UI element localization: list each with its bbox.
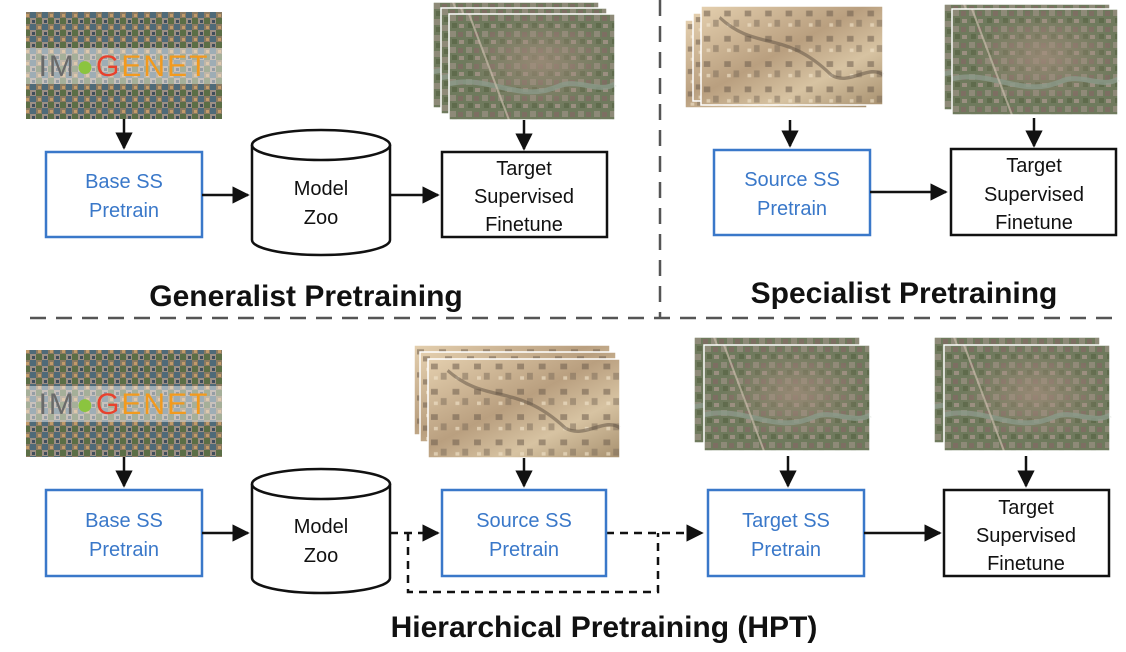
- city-image-stack-generalist: [433, 2, 615, 120]
- label: Finetune: [987, 553, 1065, 575]
- base-ss-pretrain-box-generalist: Base SS Pretrain: [44, 150, 204, 239]
- label: Model: [294, 178, 348, 200]
- city-image-stack-hpt-finetune: [934, 337, 1110, 451]
- svg-text:IM●GENET: IM●GENET: [39, 50, 210, 83]
- target-finetune-box-hpt: Target Supervised Finetune: [942, 488, 1111, 578]
- label: Model: [294, 516, 348, 538]
- base-ss-pretrain-box-hpt: Base SS Pretrain: [44, 488, 204, 578]
- label: Pretrain: [89, 539, 159, 561]
- target-ss-pretrain-box-hpt: Target SS Pretrain: [706, 488, 866, 578]
- label: Finetune: [995, 212, 1073, 234]
- label: Finetune: [485, 214, 563, 236]
- label: Base SS: [85, 510, 163, 532]
- label: Pretrain: [751, 539, 821, 561]
- desert-image-stack-hpt: [412, 343, 622, 460]
- label: Pretrain: [489, 539, 559, 561]
- label: Target: [998, 497, 1054, 519]
- target-finetune-box-generalist: Target Supervised Finetune: [440, 150, 609, 239]
- label: Target SS: [742, 510, 830, 532]
- source-ss-pretrain-box-hpt: Source SS Pretrain: [440, 488, 608, 578]
- label: Source SS: [476, 510, 572, 532]
- label: Zoo: [304, 545, 338, 567]
- svg-text:IM●GENET: IM●GENET: [39, 388, 210, 421]
- label: Supervised: [976, 525, 1076, 547]
- city-image-stack-hpt-target-ss: [694, 337, 870, 451]
- label: Zoo: [304, 207, 338, 229]
- model-zoo-cylinder-hpt: Model Zoo: [250, 467, 392, 595]
- model-zoo-cylinder-generalist: Model Zoo: [250, 128, 392, 257]
- label: Pretrain: [89, 200, 159, 222]
- hierarchical-heading: Hierarchical Pretraining (HPT): [391, 611, 818, 644]
- label: Supervised: [474, 186, 574, 208]
- imagenet-image-generalist: IM●GENET: [26, 12, 222, 119]
- generalist-heading: Generalist Pretraining: [149, 280, 462, 313]
- target-finetune-box-specialist: Target Supervised Finetune: [949, 147, 1118, 237]
- label: Source SS: [744, 169, 840, 191]
- specialist-heading: Specialist Pretraining: [751, 277, 1058, 310]
- source-ss-pretrain-box-specialist: Source SS Pretrain: [712, 148, 872, 237]
- imagenet-image-hpt: IM●GENET: [26, 350, 222, 457]
- label: Supervised: [984, 184, 1084, 206]
- label: Target: [1006, 155, 1062, 177]
- desert-image-stack-specialist: [683, 4, 886, 110]
- label: Base SS: [85, 171, 163, 193]
- label: Pretrain: [757, 198, 827, 220]
- city-image-stack-specialist: [944, 4, 1118, 115]
- label: Target: [496, 158, 552, 180]
- dashed-skip-path: [406, 533, 660, 594]
